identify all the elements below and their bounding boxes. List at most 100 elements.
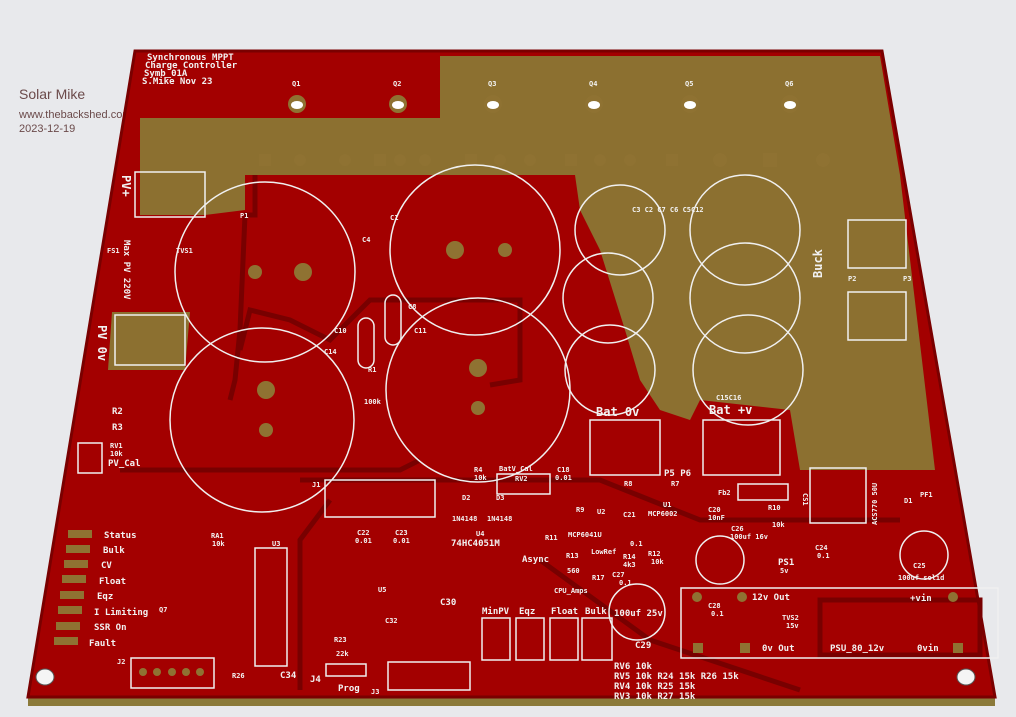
label: Q4 [589,80,597,88]
label: C15C16 [716,394,741,402]
rv-row: RV4 10k R25 15k [614,682,696,692]
trimmer-rv1 [77,442,103,474]
label: R3 [112,423,123,433]
trace [297,498,332,690]
board-title-line: Charge Controller [145,61,238,71]
label: LowRef [591,548,616,556]
terminal-bat-0v [589,419,661,476]
label: BatV_Cal [499,465,533,473]
label: PV_Cal [108,459,141,469]
label: C27 [612,571,625,579]
label: U2 [597,508,605,516]
label: R7 [671,480,679,488]
label: J4 [310,675,321,685]
bat-0v-label: Bat 0v [596,405,639,419]
terminal-pv-plus [134,171,206,218]
label: U3 [272,540,280,548]
label: ACS770 50U [871,483,879,525]
label: C4 [362,236,370,244]
mounting-hole [35,668,55,686]
connector-j3 [387,661,471,691]
ic-u3 [254,547,288,667]
fuse-fb2 [737,483,789,501]
author-name: Solar Mike [19,86,86,102]
label: C34 [280,671,297,681]
led-label-fault: Fault [89,639,116,649]
label: PSU_80_12v [830,644,885,654]
label: C22 [357,529,370,537]
connector-j2 [130,657,215,689]
header-minpv [481,617,511,661]
label: C8 [408,303,416,311]
label: Fb2 [718,489,731,497]
label: RV1 [110,442,123,450]
connector-j4 [325,663,367,677]
label: C25 [913,562,926,570]
board-edge-strip [28,697,995,706]
label: C24 [815,544,828,552]
label: R8 [624,480,632,488]
label: 10k [474,474,487,482]
label: R11 [545,534,558,542]
label: 0.1 [817,552,830,560]
label: 0.1 [711,610,724,618]
trace [120,457,422,473]
trace [300,477,900,523]
label: 0v Out [762,644,795,654]
label: U5 [378,586,386,594]
psu-module-outline [680,587,999,659]
label: P3 [903,275,911,283]
label: U4 [476,530,484,538]
label: R10 [768,504,781,512]
mosfet-tab-pads [259,153,830,167]
copper-pour-top [140,56,900,215]
label: 0.01 [393,537,410,545]
led-label-status: Status [104,531,137,541]
label: PS1 [778,558,794,568]
label: 74HC4051M [451,539,500,549]
label: Prog [338,684,360,694]
label: J3 [371,688,379,696]
terminal-p2 [847,219,907,269]
label: C28 [708,602,721,610]
header-float [549,617,579,661]
terminal-p3 [847,291,907,341]
label: 22k [336,650,349,658]
label: 100uf 25v [614,609,663,619]
status-leds [54,530,92,645]
label: P5 P6 [664,469,691,479]
label: Q6 [785,80,793,88]
label: D3 [496,494,504,502]
header-bulk [581,617,613,661]
label: R23 [334,636,347,644]
label: 0vin [917,643,939,654]
rv-row: RV3 10k R27 15k [614,692,696,702]
label: P1 [240,212,248,220]
pv-0v-label: PV 0v [95,325,109,361]
trace [227,175,258,401]
label: C23 [395,529,408,537]
label: 1N4148 [487,515,512,523]
label: C10 [334,327,347,335]
led-label-bulk: Bulk [103,546,125,556]
pv-plus-label: PV+ [119,175,133,197]
led-label-cv: CV [101,561,112,571]
label: 560 [567,567,580,575]
led-label-eqz: Eqz [97,592,113,602]
label: 10k [772,521,785,529]
label: R2 [112,407,123,417]
label: CS1 [801,493,809,506]
mosfet-q6: Q6 [781,80,799,113]
label: 100k [364,398,382,406]
label: TVS1 [176,247,193,255]
header-label: Eqz [519,607,535,617]
label: 1N4148 [452,515,477,523]
j2-pins [139,668,204,676]
rv-row: RV6 10k [614,662,653,672]
label: C21 [623,511,636,519]
trace [538,557,801,693]
label: Async [522,555,549,565]
label: J1 [312,481,320,489]
label: R17 [592,574,605,582]
mosfet-q2: Q2 [389,80,407,113]
